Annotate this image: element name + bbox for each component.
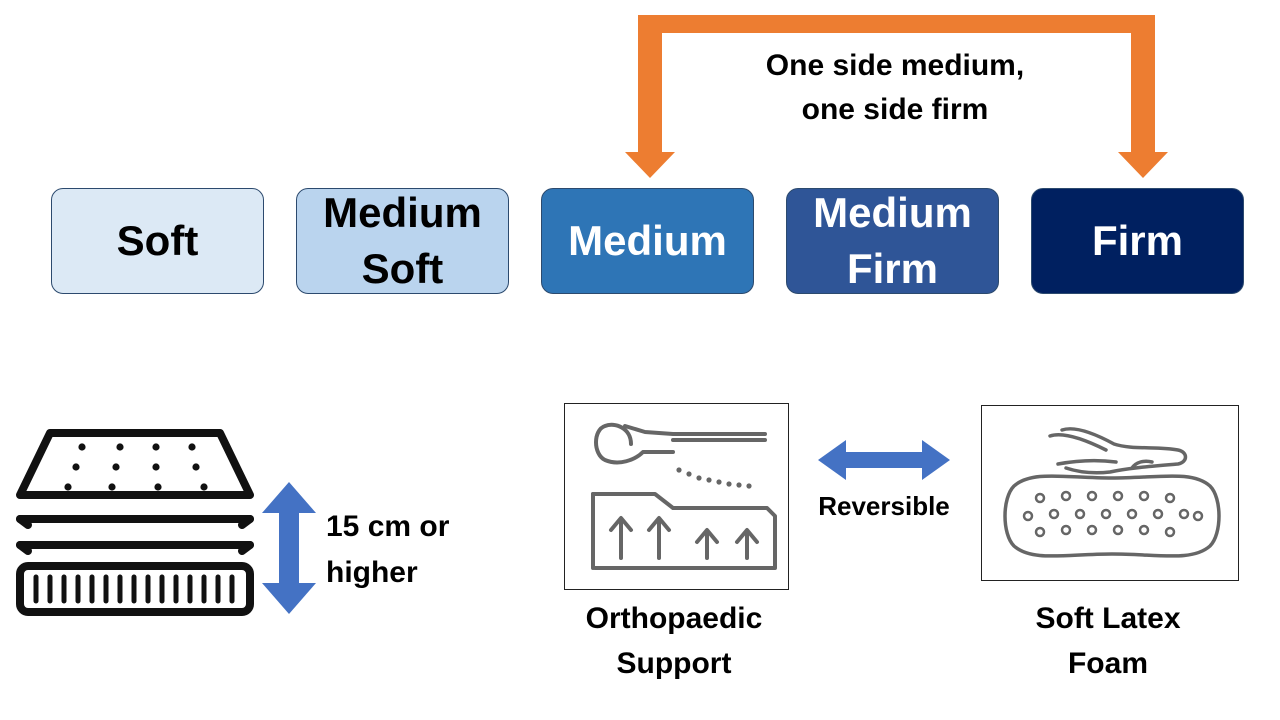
firmness-medium-label: Medium — [568, 217, 727, 264]
dual-side-bracket-arrow — [625, 15, 1168, 178]
mattress-layers-icon — [16, 429, 254, 616]
reversible-double-arrow — [818, 440, 950, 480]
firmness-medium-soft-label-2: Soft — [361, 245, 444, 292]
latex-foam-icon — [1003, 427, 1221, 558]
height-double-arrow — [262, 482, 316, 614]
firmness-medium-firm: Medium Firm — [786, 188, 999, 294]
firmness-soft-label: Soft — [116, 217, 199, 264]
height-line1: 15 cm or — [326, 510, 450, 543]
firmness-medium-soft: Medium Soft — [296, 188, 509, 294]
firmness-medium-soft-label-1: Medium — [323, 189, 482, 236]
reversible-label: Reversible — [818, 491, 950, 521]
orthopaedic-caption: Orthopaedic Support — [554, 596, 794, 686]
firmness-firm-label: Firm — [1091, 217, 1183, 264]
latex-icon-frame — [981, 405, 1239, 581]
latex-caption-line2: Foam — [1067, 647, 1148, 680]
firmness-medium-firm-label-2: Firm — [846, 245, 938, 292]
dual-side-line2: one side firm — [801, 93, 989, 126]
latex-caption-line1: Soft Latex — [1035, 602, 1181, 635]
firmness-firm: Firm — [1031, 188, 1244, 294]
firmness-medium: Medium — [541, 188, 754, 294]
dual-side-label: One side medium, one side firm — [740, 44, 1050, 132]
orthopaedic-caption-line1: Orthopaedic — [585, 602, 763, 635]
latex-caption: Soft Latex Foam — [988, 596, 1228, 686]
orthopaedic-caption-line2: Support — [616, 647, 732, 680]
firmness-medium-firm-label-1: Medium — [813, 189, 972, 236]
firmness-soft: Soft — [51, 188, 264, 294]
orthopaedic-support-icon — [591, 422, 777, 570]
height-label: 15 cm or higher — [326, 504, 449, 596]
dual-side-line1: One side medium, — [765, 49, 1025, 82]
orthopaedic-icon-frame — [564, 403, 789, 590]
height-line2: higher — [326, 556, 418, 589]
